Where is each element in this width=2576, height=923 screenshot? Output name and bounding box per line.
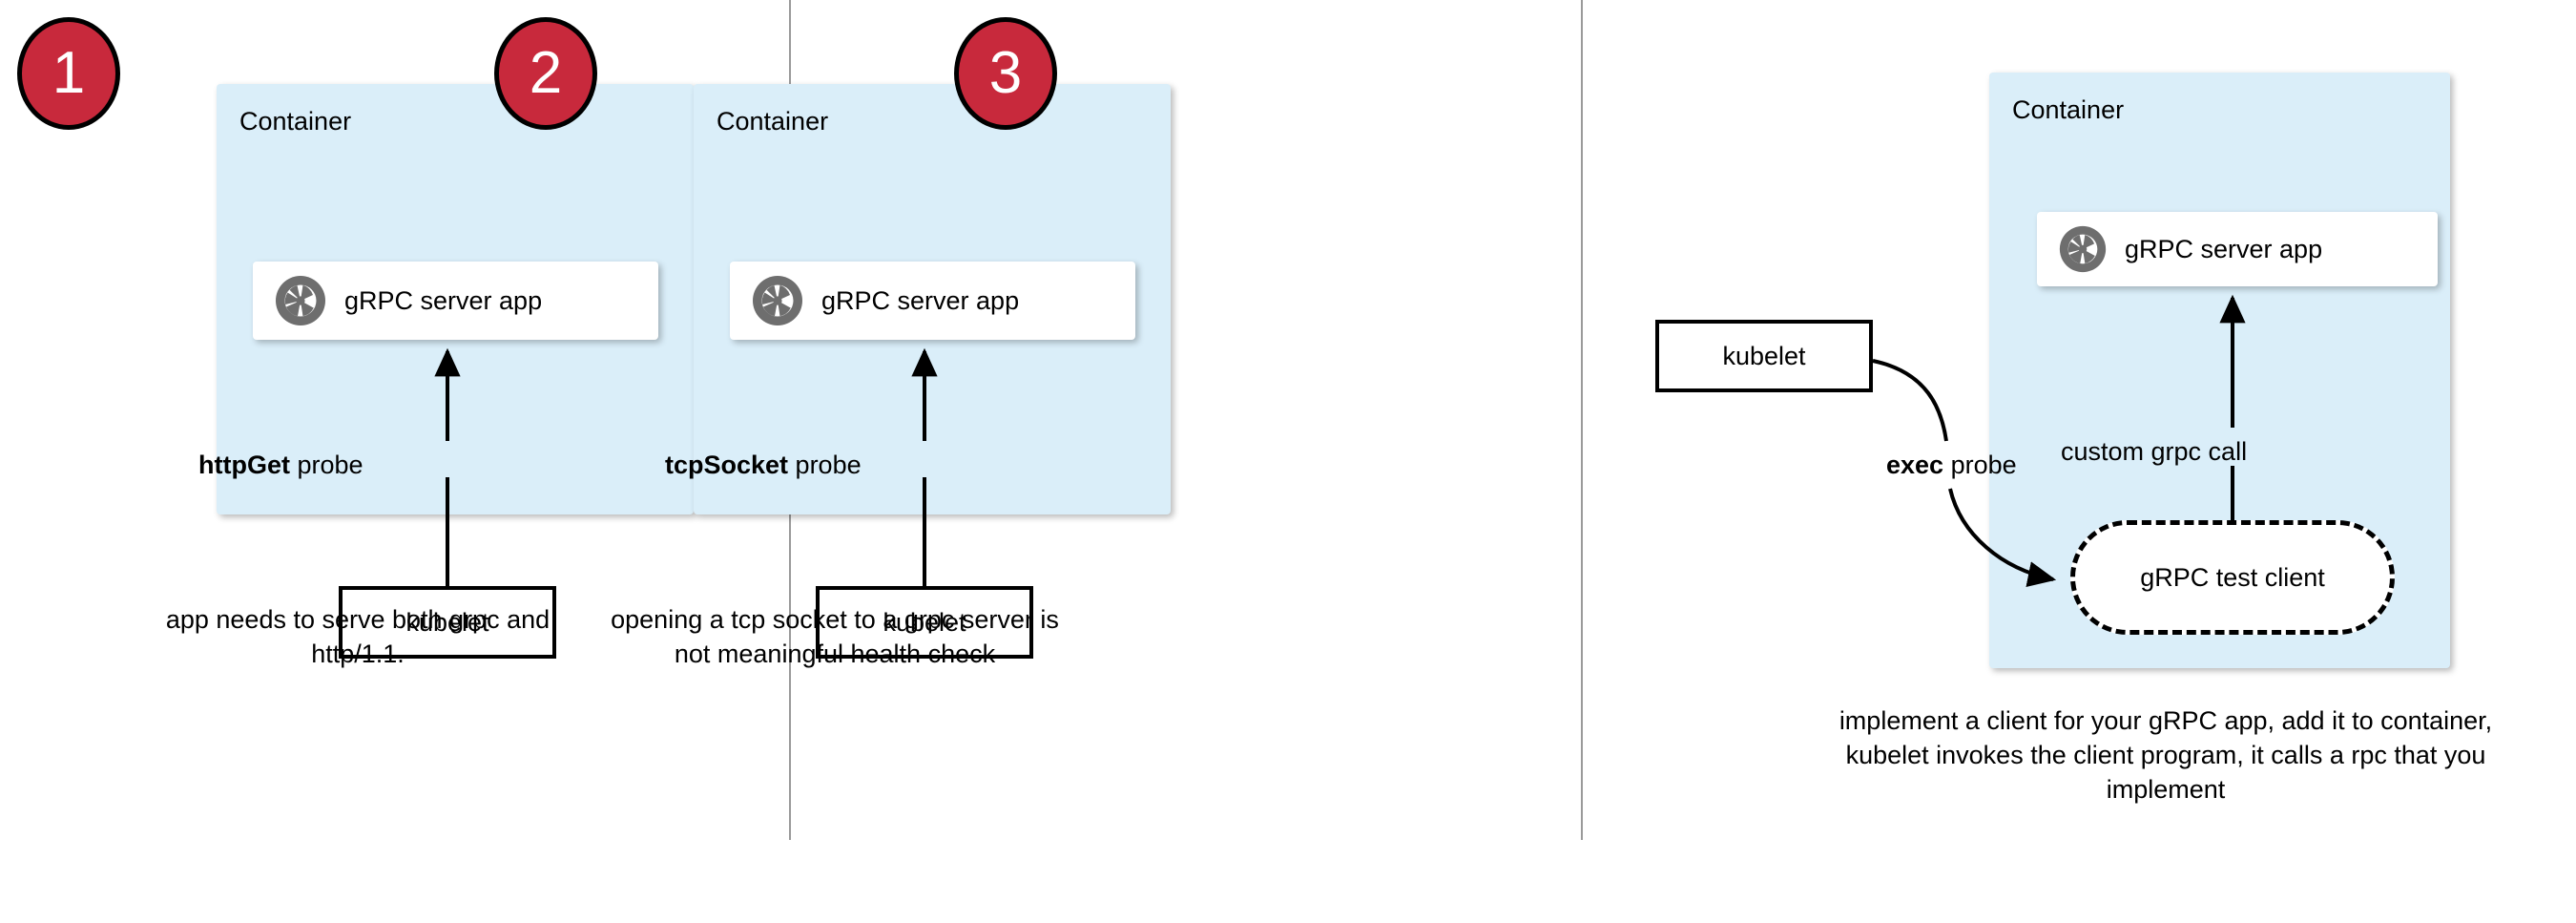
kubelet-box-2: kubelet bbox=[816, 586, 1033, 659]
probe-label-2: tcpSocket probe bbox=[665, 451, 862, 480]
grpc-server-app-label-1: gRPC server app bbox=[344, 285, 543, 315]
container-label-3: Container bbox=[2012, 95, 2125, 124]
probe-label-2-rest: probe bbox=[788, 451, 862, 479]
kubelet-label-1: kubelet bbox=[405, 607, 489, 637]
panel-caption-3: implement a client for your gRPC app, ad… bbox=[1839, 706, 2493, 804]
kubelet-box-1: kubelet bbox=[339, 586, 556, 659]
grpc-aperture-icon bbox=[753, 276, 802, 325]
probe-label-1-bold: httpGet bbox=[198, 451, 290, 479]
kubelet-label-3: kubelet bbox=[1722, 341, 1806, 370]
probe-label-3-rest: probe bbox=[1943, 451, 2017, 479]
panel-caption-1: app needs to serve both grpc and http/1.… bbox=[165, 605, 551, 668]
probe-label-3-bold: exec bbox=[1886, 451, 1944, 479]
step-badge-1-number: 1 bbox=[52, 40, 86, 106]
container-label-2: Container bbox=[717, 107, 829, 136]
probe-label-2-bold: tcpSocket bbox=[665, 451, 789, 479]
kubelet-label-2: kubelet bbox=[883, 607, 966, 637]
step-badge-2-number: 2 bbox=[529, 40, 563, 106]
grpc-server-app-box-1: gRPC server app bbox=[253, 262, 658, 340]
panel-divider-2 bbox=[1581, 0, 1583, 840]
probe-label-1-rest: probe bbox=[289, 451, 364, 479]
grpc-test-client-label: gRPC test client bbox=[2140, 562, 2325, 592]
probe-label-1: httpGet probe bbox=[198, 451, 364, 480]
grpc-server-app-box-3: gRPC server app bbox=[2037, 212, 2438, 286]
step-badge-1: 1 bbox=[17, 17, 120, 130]
kubelet-box-3: kubelet bbox=[1655, 320, 1873, 392]
step-badge-2: 2 bbox=[494, 17, 597, 130]
step-badge-3: 3 bbox=[954, 17, 1057, 130]
container-label-1: Container bbox=[239, 107, 352, 136]
grpc-aperture-icon bbox=[276, 276, 325, 325]
grpc-server-app-label-3: gRPC server app bbox=[2125, 234, 2323, 263]
grpc-aperture-icon bbox=[2059, 225, 2107, 273]
probe-label-3: exec probe bbox=[1886, 451, 2017, 480]
panel-caption-2: opening a tcp socket to a grpc server is… bbox=[611, 605, 1059, 668]
custom-grpc-call-label: custom grpc call bbox=[2061, 437, 2248, 466]
step-badge-3-number: 3 bbox=[988, 40, 1023, 106]
connector-exec-probe-curve-upper bbox=[1872, 359, 1948, 442]
grpc-server-app-box-2: gRPC server app bbox=[730, 262, 1135, 340]
grpc-test-client-box: gRPC test client bbox=[2070, 520, 2395, 635]
grpc-server-app-label-2: gRPC server app bbox=[821, 285, 1020, 315]
